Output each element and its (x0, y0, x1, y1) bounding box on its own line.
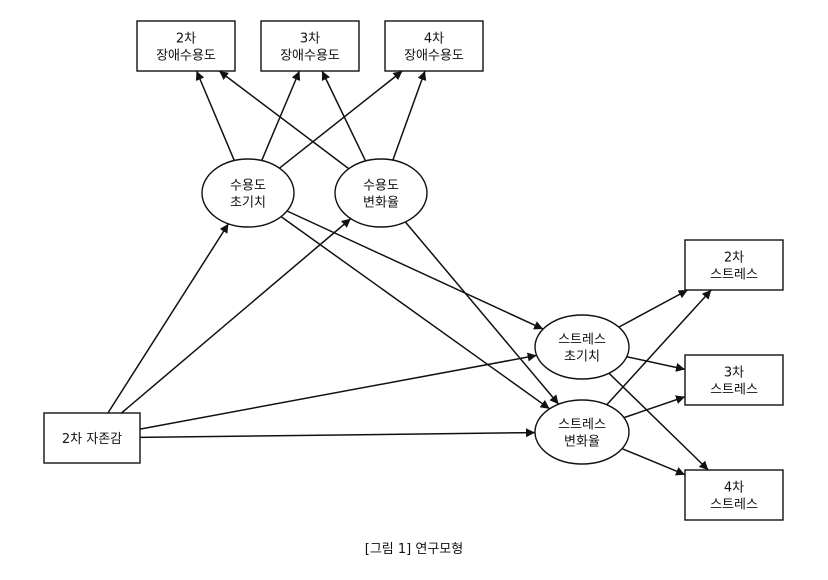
figure-caption: [그림 1] 연구모형 (364, 542, 464, 557)
arrow-stress_rate-to-stress4 (621, 447, 686, 476)
node-label: 장애수용도 (156, 49, 216, 64)
arrow-stress_init-to-stress2 (618, 289, 689, 328)
node-box (684, 239, 784, 291)
node-label: 변화율 (564, 435, 600, 450)
node-label: 2차 (176, 32, 196, 47)
node-ellipse (534, 314, 630, 380)
node-label: 장애수용도 (404, 49, 464, 64)
node-box (43, 412, 141, 464)
arrow-self_esteem-to-accept_rate (121, 218, 352, 414)
arrow-accept_init-to-accept4 (278, 70, 403, 169)
arrow-accept_rate-to-accept2 (218, 70, 350, 170)
node-label: 장애수용도 (280, 49, 340, 64)
arrow-accept_init-to-stress_init (286, 210, 544, 330)
path-arrows (107, 70, 712, 476)
node-label: 초기치 (230, 196, 266, 211)
arrow-accept_rate-to-stress_rate (404, 221, 560, 405)
arrow-accept_rate-to-accept4 (392, 70, 427, 161)
node-label: 3차 (724, 366, 744, 381)
arrow-stress_init-to-stress3 (626, 355, 686, 372)
node-label: 스트레스 (710, 383, 758, 398)
arrow-self_esteem-to-accept_init (107, 223, 230, 414)
arrow-stress_rate-to-stress2 (606, 289, 712, 406)
arrow-accept_init-to-accept3 (260, 70, 301, 161)
arrow-accept_init-to-stress_rate (280, 216, 551, 410)
node-label: 스트레스 (710, 268, 758, 283)
arrow-self_esteem-to-stress_rate (139, 428, 536, 439)
arrow-accept_rate-to-accept3 (321, 70, 367, 162)
arrow-self_esteem-to-stress_init (139, 352, 537, 430)
node-label: 스트레스 (558, 333, 606, 348)
node-box (684, 469, 784, 521)
node-label: 스트레스 (558, 418, 606, 433)
node-label: 4차 (424, 32, 444, 47)
node-label: 수용도 (363, 179, 399, 194)
node-box (136, 20, 236, 72)
arrow-stress_rate-to-stress3 (623, 395, 686, 419)
node-label: 2차 자존감 (62, 432, 122, 447)
node-ellipse (334, 158, 428, 228)
node-self-esteem: 2차 자존감 (43, 412, 141, 464)
node-ellipse (534, 399, 630, 465)
node-label: 변화율 (363, 196, 399, 211)
arrow-accept_init-to-accept2 (195, 70, 236, 161)
node-label: 3차 (300, 32, 320, 47)
node-label: 초기치 (564, 350, 600, 365)
node-label: 스트레스 (710, 498, 758, 513)
node-box (384, 20, 484, 72)
node-label: 4차 (724, 481, 744, 496)
node-box (684, 354, 784, 406)
node-label: 2차 (724, 251, 744, 266)
node-box (260, 20, 360, 72)
arrow-stress_init-to-stress4 (608, 372, 709, 471)
node-label: 수용도 (230, 179, 266, 194)
node-ellipse (201, 158, 295, 228)
